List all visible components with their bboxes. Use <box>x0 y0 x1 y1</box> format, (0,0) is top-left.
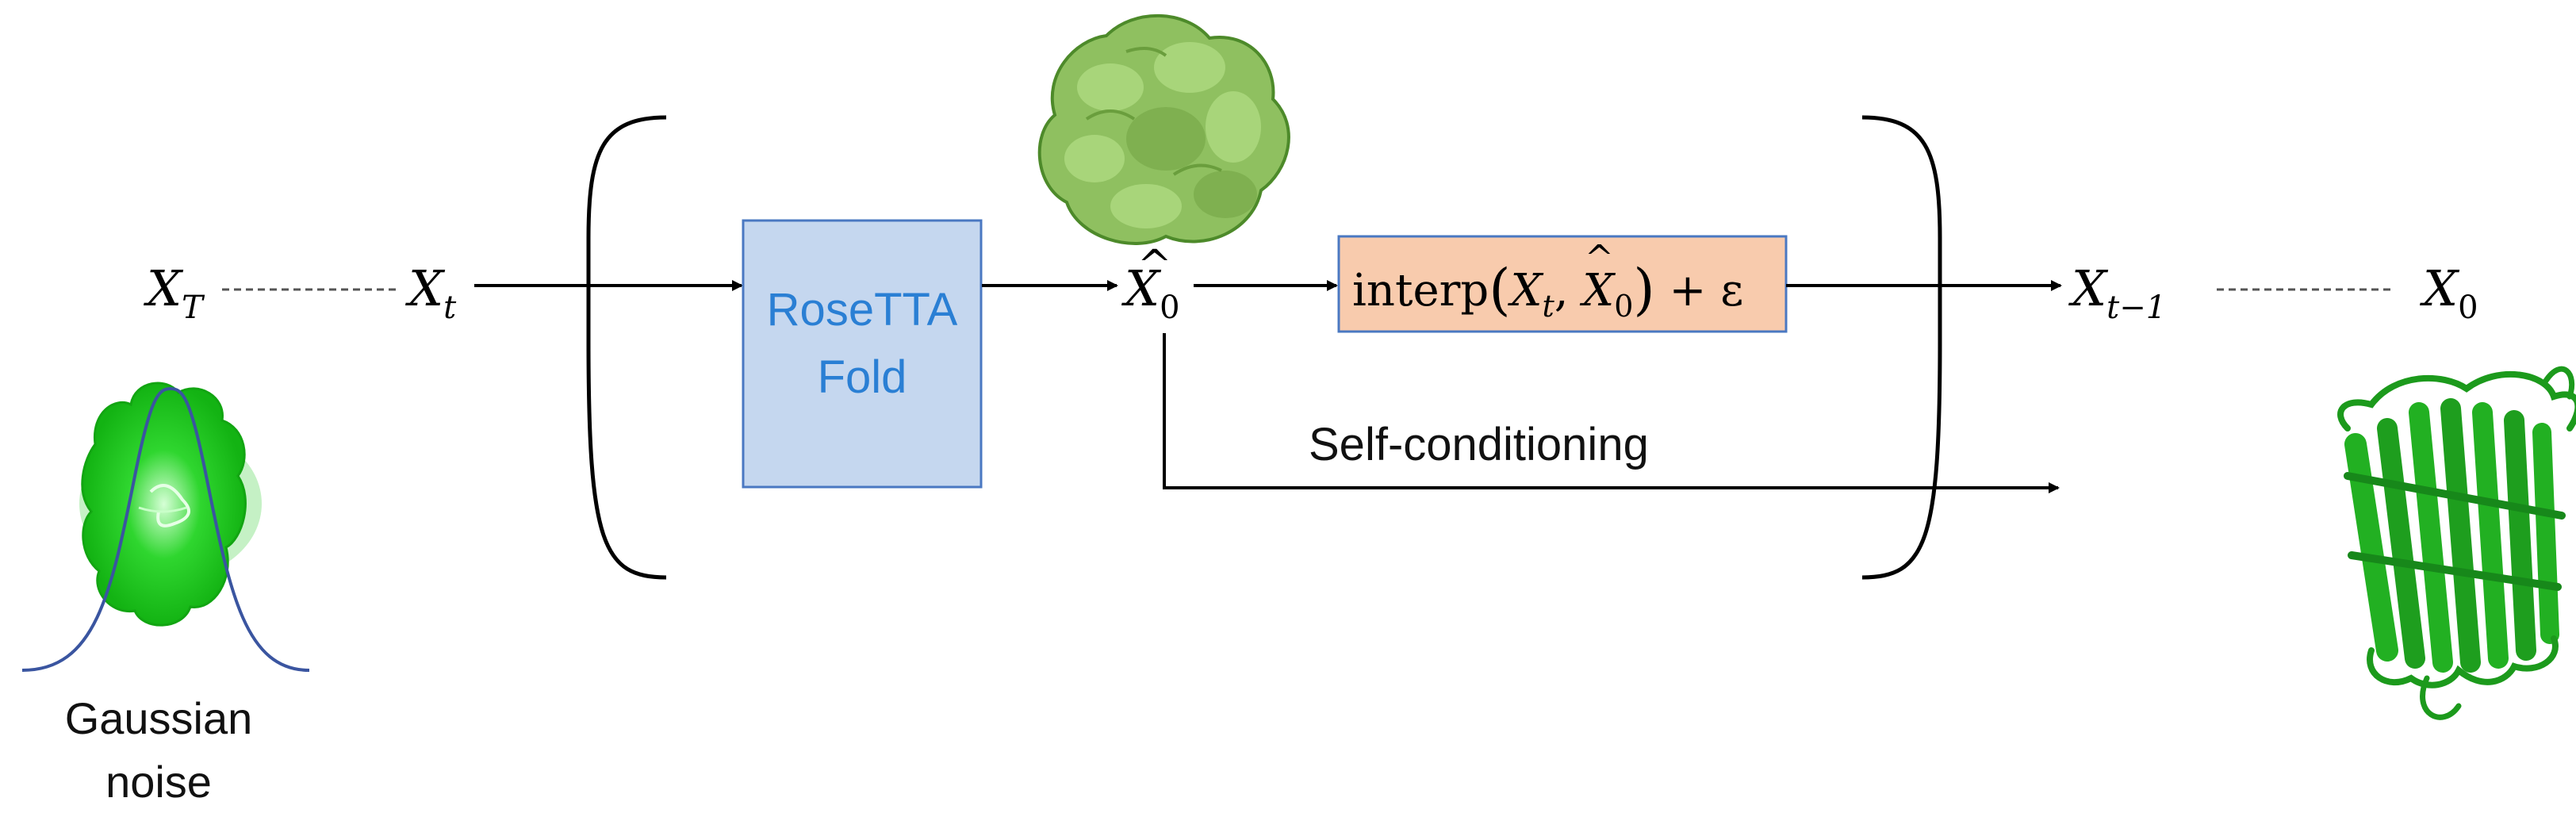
x-t-sub: t <box>443 290 457 326</box>
self-conditioning-label: Self-conditioning <box>1309 419 1649 470</box>
x-T-base: X <box>144 259 184 317</box>
x0-sub: 0 <box>2458 290 2478 326</box>
model-label-line1: RoseTTA <box>767 284 958 336</box>
self-conditioning-path <box>1163 333 2060 493</box>
noise-label-line1: Gaussian <box>65 693 253 743</box>
svg-text:Xt−1: Xt−1 <box>2068 259 2166 326</box>
right-bracket <box>1861 115 1942 580</box>
x0hat-sub: 0 <box>1160 290 1179 326</box>
model-label-line2: Fold <box>818 351 907 403</box>
interp-arg2-base: X <box>1579 265 1616 316</box>
svg-text:X0: X0 <box>2420 259 2478 326</box>
svg-text:^: ^ <box>1585 238 1614 278</box>
node-x-t: Xt <box>405 259 457 326</box>
svg-text:X0: X0 <box>1121 259 1180 326</box>
node-x-t-minus-1: Xt−1 <box>2068 259 2166 326</box>
interp-plus-term: + ε <box>1669 265 1744 316</box>
svg-text:Xt: Xt <box>405 259 457 326</box>
x-tm1-base: X <box>2068 259 2109 317</box>
node-x0-hat: ^ X0 <box>1121 242 1180 326</box>
x0hat-base: X <box>1121 259 1162 317</box>
noise-label-line2: noise <box>105 757 212 807</box>
predicted-structure-blob-icon <box>1037 13 1290 245</box>
x-tm1-sub: t−1 <box>2106 290 2166 326</box>
interp-arg1-sub: t <box>1542 289 1554 324</box>
svg-text:interp(Xt, X0) + ε: interp(Xt, X0) + ε <box>1352 257 1743 324</box>
gaussian-bell-curve <box>21 386 310 672</box>
x-T-sub: T <box>182 290 205 326</box>
x0-base: X <box>2420 259 2460 317</box>
interp-arg2-sub: 0 <box>1614 289 1633 324</box>
final-protein-structure-icon <box>2337 366 2576 720</box>
node-x-T: XT <box>144 259 205 326</box>
gaussian-noise-protein-icon <box>79 382 262 627</box>
interp-arg1-base: X <box>1508 265 1544 316</box>
rosettafold-box: RoseTTA Fold <box>742 219 983 489</box>
x-t-base: X <box>405 259 446 317</box>
svg-text:XT: XT <box>144 259 205 326</box>
node-x-0: X0 <box>2420 259 2478 326</box>
left-bracket <box>586 115 667 580</box>
interp-box: interp(Xt, X0) + ε ^ <box>1337 235 1788 333</box>
interp-fn: interp <box>1352 265 1489 316</box>
x0hat-hat-mark: ^ <box>1137 242 1172 290</box>
